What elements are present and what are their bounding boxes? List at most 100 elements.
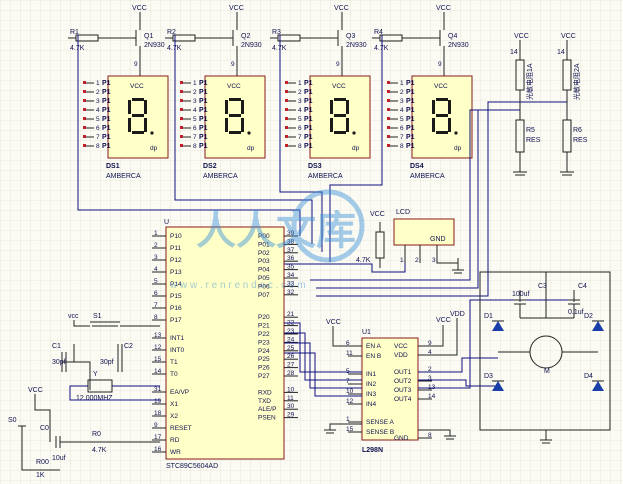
svg-text:9: 9 xyxy=(336,61,340,68)
svg-text:1: 1 xyxy=(400,257,404,264)
reset-section: VCC S0 C0 10uf R0 4.7K R00 1K xyxy=(8,387,160,479)
svg-text:VCC: VCC xyxy=(334,5,349,12)
svg-text:IN2: IN2 xyxy=(366,381,377,388)
diode-2: D2 xyxy=(584,313,604,331)
svg-text:R0: R0 xyxy=(92,431,101,438)
watermark: 人人文库 w w w . r e n r e n d o c . c o m xyxy=(169,189,365,291)
svg-text:9: 9 xyxy=(154,422,158,429)
svg-text:OUT4: OUT4 xyxy=(394,396,412,403)
svg-text:11: 11 xyxy=(346,350,353,357)
svg-text:8: 8 xyxy=(400,143,404,150)
svg-text:P20: P20 xyxy=(258,314,270,321)
svg-text:P00: P00 xyxy=(258,233,270,240)
svg-text:3: 3 xyxy=(432,257,436,264)
svg-text:10: 10 xyxy=(346,388,354,395)
display-ref: DS4 xyxy=(410,163,424,170)
svg-text:39: 39 xyxy=(287,230,295,237)
svg-text:P15: P15 xyxy=(170,293,182,300)
svg-text:P26: P26 xyxy=(258,365,270,372)
svg-text:4: 4 xyxy=(96,107,100,114)
svg-text:10uf: 10uf xyxy=(52,455,66,462)
svg-text:4: 4 xyxy=(154,266,158,273)
svg-text:15: 15 xyxy=(346,426,354,433)
display-ref: DS2 xyxy=(203,163,217,170)
svg-text:D3: D3 xyxy=(484,373,493,380)
svg-text:P1: P1 xyxy=(102,143,111,150)
svg-text:X2: X2 xyxy=(170,413,178,420)
svg-text:VCC: VCC xyxy=(326,319,341,326)
svg-text:12.000MHZ: 12.000MHZ xyxy=(76,395,113,402)
svg-text:GND: GND xyxy=(394,435,409,442)
svg-text:14: 14 xyxy=(557,49,565,56)
svg-text:32: 32 xyxy=(287,289,295,296)
watermark-cn: 人人文库 xyxy=(196,209,356,253)
mcu-ref: U xyxy=(164,219,169,226)
svg-text:OUT1: OUT1 xyxy=(394,369,412,376)
svg-text:P1: P1 xyxy=(199,107,208,114)
svg-text:P16: P16 xyxy=(170,305,182,312)
svg-text:INT0: INT0 xyxy=(170,347,184,354)
svg-text:dp: dp xyxy=(454,145,462,152)
svg-text:25: 25 xyxy=(287,345,295,352)
svg-text:2N930: 2N930 xyxy=(144,42,165,49)
svg-text:VCC: VCC xyxy=(132,5,147,12)
svg-text:P1: P1 xyxy=(304,125,313,132)
svg-text:P1: P1 xyxy=(199,89,208,96)
driver-ref: U1 xyxy=(362,329,371,336)
svg-text:VCC: VCC xyxy=(130,83,144,90)
svg-text:1K: 1K xyxy=(36,472,45,479)
svg-text:S1: S1 xyxy=(93,313,102,320)
svg-text:P24: P24 xyxy=(258,348,270,355)
svg-text:27: 27 xyxy=(287,362,295,369)
svg-text:P1: P1 xyxy=(406,107,415,114)
svg-text:14: 14 xyxy=(154,368,162,375)
svg-text:P01: P01 xyxy=(258,241,270,248)
display-ref: DS1 xyxy=(106,163,120,170)
svg-text:8: 8 xyxy=(193,143,197,150)
svg-text:VCC: VCC xyxy=(332,83,346,90)
svg-text:36: 36 xyxy=(287,255,295,262)
svg-text:R00: R00 xyxy=(36,459,49,466)
svg-text:4: 4 xyxy=(193,107,197,114)
svg-text:P11: P11 xyxy=(170,245,181,252)
svg-text:4: 4 xyxy=(298,107,302,114)
svg-text:14: 14 xyxy=(510,49,518,56)
svg-text:VDD: VDD xyxy=(394,352,408,359)
svg-text:0.1uf: 0.1uf xyxy=(568,309,584,316)
svg-text:ALE/P: ALE/P xyxy=(258,406,276,413)
svg-text:D1: D1 xyxy=(484,313,493,320)
svg-text:R6: R6 xyxy=(573,127,582,134)
watermark-url: w w w . r e n r e n d o c . c o m xyxy=(169,280,306,291)
svg-text:12: 12 xyxy=(154,344,162,351)
svg-text:EN B: EN B xyxy=(366,353,381,360)
svg-text:9: 9 xyxy=(134,61,138,68)
driver-part: L298N xyxy=(362,447,383,454)
svg-text:6: 6 xyxy=(96,125,100,132)
svg-text:21: 21 xyxy=(287,311,295,318)
svg-text:4.7K: 4.7K xyxy=(272,45,287,52)
svg-text:P22: P22 xyxy=(258,331,270,338)
svg-text:7: 7 xyxy=(346,378,350,385)
svg-text:6: 6 xyxy=(193,125,197,132)
svg-text:8: 8 xyxy=(428,432,432,439)
svg-text:7: 7 xyxy=(154,302,158,309)
svg-text:4.7K: 4.7K xyxy=(70,45,85,52)
svg-text:dp: dp xyxy=(352,145,360,152)
motor-label: M xyxy=(544,368,550,375)
svg-text:SENSE B: SENSE B xyxy=(366,429,394,436)
svg-text:T1: T1 xyxy=(170,359,178,366)
svg-text:P1: P1 xyxy=(102,134,111,141)
svg-text:19: 19 xyxy=(154,398,162,405)
svg-text:Q2: Q2 xyxy=(241,33,250,40)
svg-text:3: 3 xyxy=(154,254,158,261)
svg-text:37: 37 xyxy=(287,247,295,254)
svg-text:1: 1 xyxy=(96,80,100,87)
diode-4: D4 xyxy=(584,373,604,391)
svg-text:100uf: 100uf xyxy=(512,291,530,298)
svg-text:EA/VP: EA/VP xyxy=(170,389,189,396)
diode-3: D3 xyxy=(484,373,504,391)
